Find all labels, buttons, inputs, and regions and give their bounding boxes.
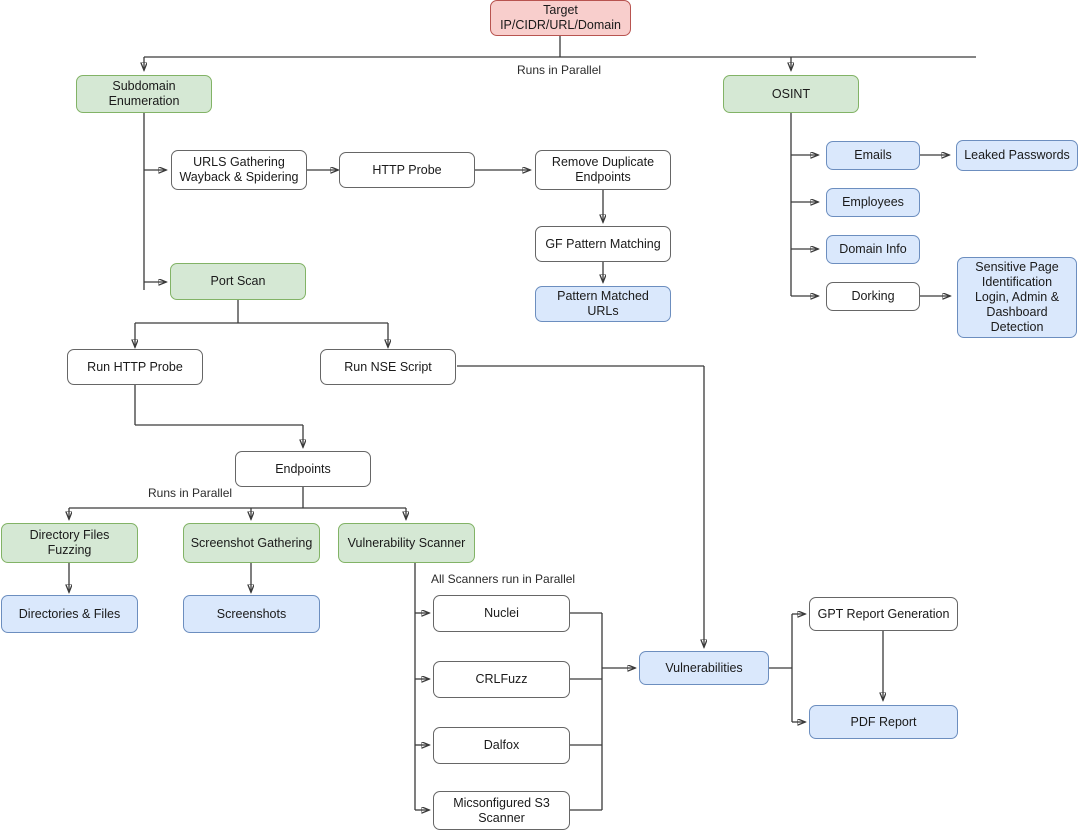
node-dalfox[interactable]: Dalfox xyxy=(433,727,570,764)
edge-label-all-scanners-run-in-parallel: All Scanners run in Parallel xyxy=(431,572,576,586)
node-pdf-report[interactable]: PDF Report xyxy=(809,705,958,739)
node-directory-files-fuzzing[interactable]: Directory Files Fuzzing xyxy=(1,523,138,563)
node-target[interactable]: Target IP/CIDR/URL/Domain xyxy=(490,0,631,36)
node-screenshots[interactable]: Screenshots xyxy=(183,595,320,633)
edge-label-runs-in-parallel-top: Runs in Parallel xyxy=(517,63,602,77)
node-run-http-probe[interactable]: Run HTTP Probe xyxy=(67,349,203,385)
node-vulnerabilities[interactable]: Vulnerabilities xyxy=(639,651,769,685)
node-dorking[interactable]: Dorking xyxy=(826,282,920,311)
node-emails[interactable]: Emails xyxy=(826,141,920,170)
node-vulnerability-scanner[interactable]: Vulnerability Scanner xyxy=(338,523,475,563)
node-gpt-report-generation[interactable]: GPT Report Generation xyxy=(809,597,958,631)
node-endpoints[interactable]: Endpoints xyxy=(235,451,371,487)
node-subdomain-enumeration[interactable]: Subdomain Enumeration xyxy=(76,75,212,113)
node-employees[interactable]: Employees xyxy=(826,188,920,217)
node-osint[interactable]: OSINT xyxy=(723,75,859,113)
node-crlfuzz[interactable]: CRLFuzz xyxy=(433,661,570,698)
node-pattern-matched-urls[interactable]: Pattern Matched URLs xyxy=(535,286,671,322)
node-leaked-passwords[interactable]: Leaked Passwords xyxy=(956,140,1078,171)
edge-label-runs-in-parallel-endpoints: Runs in Parallel xyxy=(148,486,233,500)
node-sensitive-page-identification[interactable]: Sensitive Page Identification Login, Adm… xyxy=(957,257,1077,338)
node-misconfigured-s3-scanner[interactable]: Micsonfigured S3 Scanner xyxy=(433,791,570,830)
node-port-scan[interactable]: Port Scan xyxy=(170,263,306,300)
node-run-nse-script[interactable]: Run NSE Script xyxy=(320,349,456,385)
node-screenshot-gathering[interactable]: Screenshot Gathering xyxy=(183,523,320,563)
node-gf-pattern-matching[interactable]: GF Pattern Matching xyxy=(535,226,671,262)
node-urls-gathering[interactable]: URLS Gathering Wayback & Spidering xyxy=(171,150,307,190)
node-http-probe[interactable]: HTTP Probe xyxy=(339,152,475,188)
node-remove-duplicate-endpoints[interactable]: Remove Duplicate Endpoints xyxy=(535,150,671,190)
node-domain-info[interactable]: Domain Info xyxy=(826,235,920,264)
node-directories-and-files[interactable]: Directories & Files xyxy=(1,595,138,633)
node-nuclei[interactable]: Nuclei xyxy=(433,595,570,632)
